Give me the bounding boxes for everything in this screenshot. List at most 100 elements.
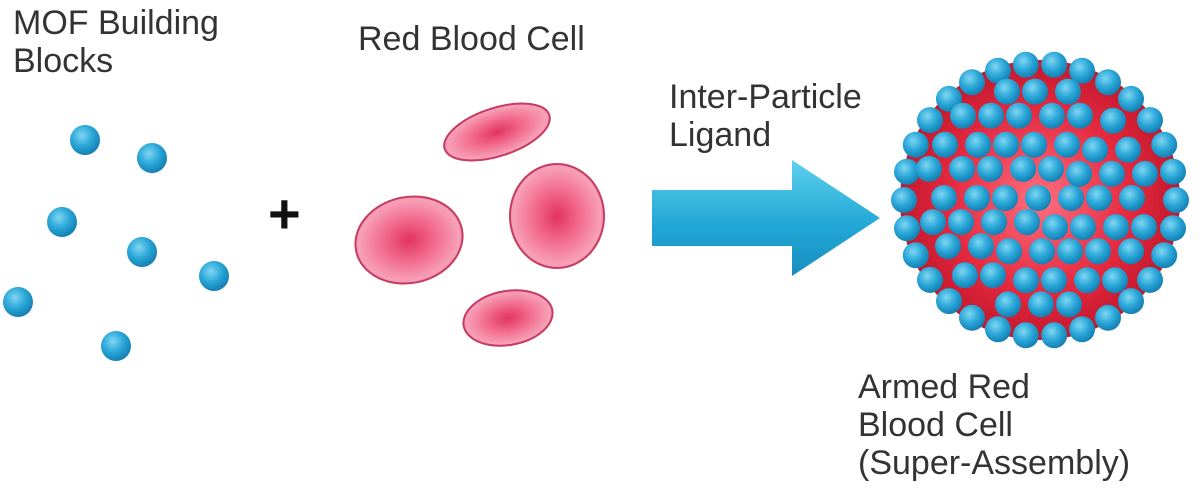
mof-particle xyxy=(199,261,229,291)
coating-particle xyxy=(894,215,920,242)
red-blood-cells xyxy=(354,102,605,347)
mof-particle xyxy=(137,143,167,173)
mof-particle xyxy=(47,207,77,237)
coating-particle xyxy=(994,78,1020,105)
coating-particle xyxy=(948,209,974,236)
coating-particle xyxy=(995,291,1021,318)
coating-particle xyxy=(1014,209,1040,236)
coating-particle xyxy=(1086,185,1112,211)
coating-particle xyxy=(1041,267,1067,294)
coating-particle xyxy=(935,233,961,260)
mof-particle xyxy=(3,287,33,317)
coating-particle xyxy=(1013,267,1039,294)
plus-sign: + xyxy=(268,182,301,245)
coating-particle xyxy=(1039,102,1065,129)
mof-building-blocks-label: MOF Building Blocks xyxy=(13,4,219,80)
coating-particle xyxy=(1131,214,1157,241)
coating-particle xyxy=(1095,304,1121,331)
coating-particle xyxy=(1099,160,1125,187)
coating-particle xyxy=(1160,215,1186,242)
coating-particle xyxy=(1070,214,1096,241)
coating-particle xyxy=(902,131,929,158)
coating-particle xyxy=(1151,242,1178,269)
inter-particle-ligand-label: Inter-Particle Ligand xyxy=(669,78,862,154)
coating-particle xyxy=(1118,85,1144,112)
coating-particle xyxy=(917,107,943,134)
coating-particle xyxy=(1118,238,1144,265)
coating-particle xyxy=(932,131,958,158)
coating-particle xyxy=(1074,267,1100,294)
mof-particles xyxy=(3,125,229,361)
coating-particle xyxy=(985,57,1011,84)
armed-red-blood-cell-label: Armed Red Blood Cell (Super-Assembly) xyxy=(858,368,1131,482)
coating-particle xyxy=(1069,57,1095,84)
coating-particle xyxy=(1102,267,1128,294)
mof-particle xyxy=(70,125,100,155)
coating-particle xyxy=(1010,155,1036,182)
coating-particle xyxy=(1042,214,1068,241)
coating-particle xyxy=(1119,185,1145,211)
coating-particle xyxy=(891,187,917,213)
coating-particle xyxy=(1163,187,1189,213)
coating-particle xyxy=(1115,136,1141,163)
coating-particle xyxy=(1058,185,1084,211)
coating-particle xyxy=(1066,160,1092,187)
coating-particle xyxy=(981,209,1007,236)
coating-particle xyxy=(902,242,929,269)
coating-particle xyxy=(1100,107,1126,134)
coating-particle xyxy=(1137,107,1163,134)
mof-coating xyxy=(891,51,1189,349)
coating-particle xyxy=(1056,291,1082,318)
coating-particle xyxy=(1055,78,1081,105)
coating-particle xyxy=(1028,291,1054,318)
coating-particle xyxy=(920,209,946,236)
coating-particle xyxy=(917,266,943,293)
mof-particle xyxy=(101,331,131,361)
coating-particle xyxy=(968,233,994,260)
coating-particle xyxy=(959,69,985,96)
coating-particle xyxy=(1137,266,1163,293)
coating-particle xyxy=(996,238,1022,265)
coating-particle xyxy=(1103,214,1129,241)
coating-particle xyxy=(1118,288,1144,315)
coating-particle xyxy=(1054,131,1080,158)
coating-particle xyxy=(965,131,991,158)
coating-particle xyxy=(1095,69,1121,96)
coating-particle xyxy=(1025,185,1051,211)
coating-particle xyxy=(992,185,1018,211)
coating-particle xyxy=(950,102,976,129)
red-blood-cell xyxy=(354,195,464,285)
red-blood-cell xyxy=(443,102,551,162)
coating-particle xyxy=(1038,155,1064,182)
coating-particle xyxy=(1006,102,1032,129)
coating-particle xyxy=(1160,158,1186,185)
coating-particle xyxy=(1022,78,1048,105)
coating-particle xyxy=(978,102,1004,129)
coating-particle xyxy=(1151,131,1178,158)
coating-particle xyxy=(1057,238,1083,265)
coating-particle xyxy=(936,288,962,315)
coating-particle xyxy=(1041,322,1068,349)
red-blood-cell-label: Red Blood Cell xyxy=(358,20,585,58)
coating-particle xyxy=(931,185,957,211)
coating-particle xyxy=(1069,316,1095,343)
red-blood-cell xyxy=(509,163,605,269)
mof-particle xyxy=(127,237,157,267)
coating-particle xyxy=(952,262,978,289)
coating-particle xyxy=(949,155,975,182)
coating-particle xyxy=(964,185,990,211)
coating-particle xyxy=(1132,160,1158,187)
coating-particle xyxy=(993,131,1019,158)
coating-particle xyxy=(959,304,985,331)
coating-particle xyxy=(980,262,1006,289)
coating-particle xyxy=(1067,102,1093,129)
coating-particle xyxy=(1082,136,1108,163)
coating-particle xyxy=(916,155,942,182)
coating-particle xyxy=(894,158,920,185)
coating-particle xyxy=(1029,238,1055,265)
armed-red-blood-cell xyxy=(891,51,1189,349)
reaction-arrow xyxy=(652,160,880,276)
coating-particle xyxy=(1041,51,1068,78)
